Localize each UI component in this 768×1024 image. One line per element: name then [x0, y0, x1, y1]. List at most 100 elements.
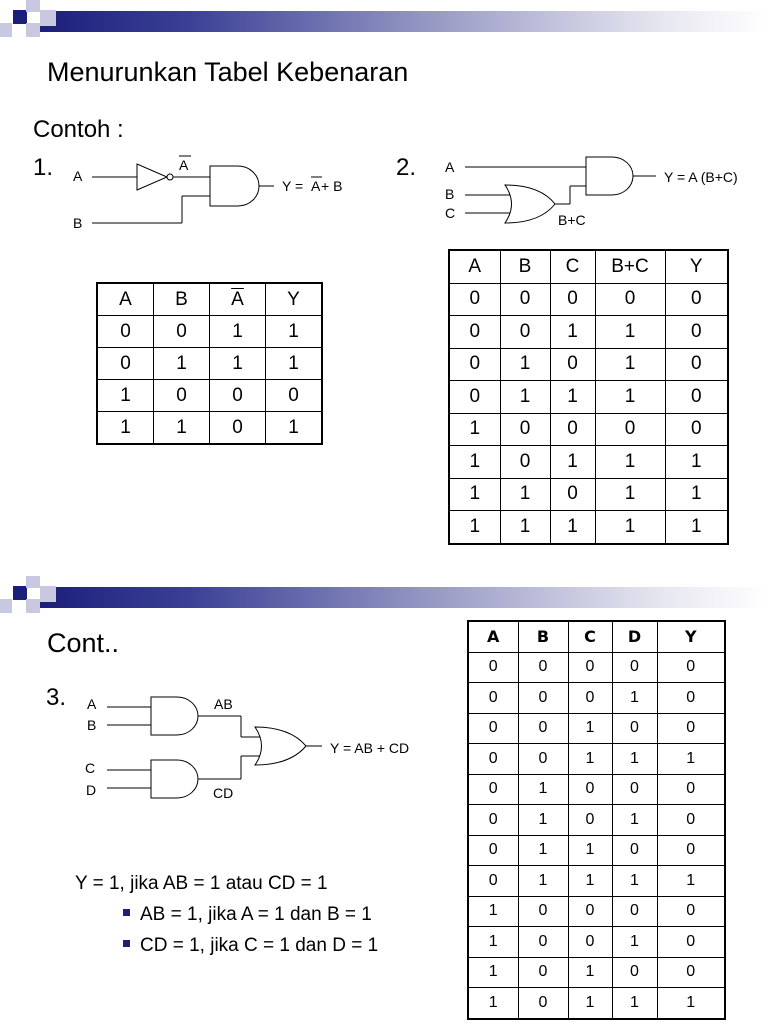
table-cell: 0 [467, 743, 519, 775]
table-header: D [611, 620, 658, 653]
table-cell: 0 [517, 682, 569, 714]
table-cell: 0 [656, 773, 726, 805]
circuit-diagram-1: A B A Y = A + B [73, 155, 342, 231]
table-cell: 0 [549, 347, 596, 381]
table-cell: 1 [467, 895, 519, 927]
table-cell: 1 [594, 315, 666, 349]
table-cell: 0 [549, 282, 596, 316]
table-cell: 1 [594, 510, 666, 544]
table-cell: 0 [467, 651, 519, 683]
table-cell: 1 [611, 804, 658, 836]
decor-square [26, 599, 40, 613]
table-cell: 0 [656, 651, 726, 683]
table-cell: 1 [611, 926, 658, 958]
example-number: 1. [33, 154, 54, 181]
table-cell: 0 [611, 712, 658, 744]
table-cell: 1 [153, 411, 210, 445]
table-cell: 1 [499, 477, 551, 511]
decor-square [40, 10, 56, 26]
table-header: C [549, 249, 596, 284]
table-cell: 0 [567, 682, 613, 714]
table-cell: 1 [664, 445, 729, 479]
table-cell: 1 [96, 379, 154, 412]
table-cell: 0 [467, 834, 519, 866]
and2-output-label: CD [213, 785, 233, 801]
table-cell: 0 [265, 379, 323, 412]
rule-text: Y = 1, jika AB = 1 atau CD = 1 [75, 873, 328, 894]
table-cell: 0 [549, 412, 596, 446]
table-cell: 1 [517, 865, 569, 897]
table-cell: 1 [656, 865, 726, 897]
bullet-item: AB = 1, jika A = 1 dan B = 1 [123, 904, 372, 926]
and1-output-label: AB [214, 696, 233, 712]
table-header: B [499, 249, 551, 284]
table-cell: 1 [611, 743, 658, 775]
table-cell: 0 [517, 651, 569, 683]
table-cell: 0 [549, 477, 596, 511]
slide-1: Menurunkan Tabel Kebenaran Contoh : 1. 2… [0, 0, 768, 545]
bullet-square-icon [123, 909, 130, 917]
table-cell: 0 [567, 895, 613, 927]
table-cell: 1 [467, 926, 519, 958]
table-cell: 0 [611, 773, 658, 805]
example-number: 3. [46, 684, 67, 711]
table-cell: 0 [499, 282, 551, 316]
slide-title: Menurunkan Tabel Kebenaran [47, 57, 409, 87]
table-cell: 1 [549, 380, 596, 414]
table-cell: 0 [448, 347, 501, 381]
bullet-square-icon [123, 940, 130, 948]
table-header: Y [265, 282, 323, 316]
table-cell: 0 [567, 926, 613, 958]
table-cell: 0 [656, 895, 726, 927]
table-cell: 0 [664, 347, 729, 381]
table-header: B [153, 282, 210, 316]
decor-square [0, 599, 12, 613]
table-cell: 1 [567, 743, 613, 775]
table-cell: 0 [209, 379, 266, 412]
input-label-d: D [86, 782, 96, 798]
decor-square [13, 10, 27, 24]
table-cell: 0 [611, 895, 658, 927]
table-cell: 1 [448, 510, 501, 544]
decor-square [26, 0, 40, 12]
table-cell: 1 [448, 412, 501, 446]
table-header: B+C [594, 249, 666, 284]
table-cell: 1 [517, 834, 569, 866]
slide-title: Cont.. [47, 628, 120, 658]
table-cell: 0 [517, 743, 569, 775]
table-cell: 0 [153, 379, 210, 412]
header-band [40, 11, 768, 32]
example-number: 2. [396, 154, 417, 181]
table-header: A [467, 620, 519, 653]
table-cell: 1 [448, 477, 501, 511]
decor-square [26, 576, 40, 588]
table-cell: 0 [664, 282, 729, 316]
output-expression-ov: A [311, 178, 321, 194]
output-expression-suffix: + B [321, 178, 342, 194]
table-cell: 0 [517, 956, 569, 988]
table-cell: 1 [265, 347, 323, 380]
table-cell: 1 [594, 477, 666, 511]
header-band [40, 587, 768, 608]
table-cell: 1 [265, 411, 323, 445]
table-cell: 0 [664, 412, 729, 446]
table-cell: 0 [594, 412, 666, 446]
table-cell: 1 [594, 380, 666, 414]
table-cell: 0 [656, 926, 726, 958]
table-cell: 1 [611, 865, 658, 897]
table-cell: 0 [611, 834, 658, 866]
output-expression-prefix: Y = [282, 178, 303, 194]
table-cell: 1 [567, 956, 613, 988]
table-cell: 1 [517, 773, 569, 805]
